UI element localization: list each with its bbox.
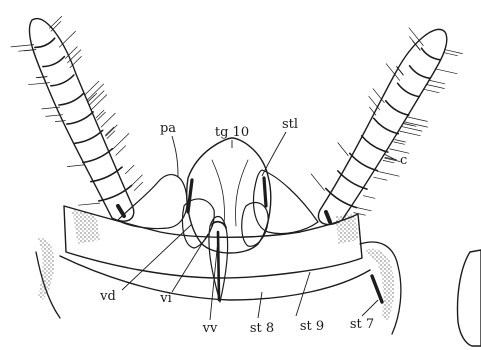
cercus-segment-ring <box>410 66 430 78</box>
cercus-segment-ring <box>362 136 388 152</box>
cercus-bristle <box>400 131 420 136</box>
cercus-bristle <box>357 208 372 211</box>
cercus-bristle <box>125 165 134 173</box>
cercus-bristle <box>446 50 463 54</box>
label-st7: st 7 <box>350 317 374 332</box>
cercus-segment-ring <box>75 130 103 143</box>
cercus-bristle <box>87 84 104 100</box>
label-st8: st 8 <box>250 321 274 336</box>
cercus-bristle <box>423 89 439 93</box>
cercus-bristle <box>394 142 405 144</box>
cercus-segment-ring <box>91 167 122 182</box>
cercus-bristle <box>92 95 107 110</box>
right-base-spine <box>326 212 330 222</box>
sternum-7-right-lobe <box>366 249 394 320</box>
cercus-segment-ring <box>374 118 399 133</box>
cercus-bristle <box>311 174 324 191</box>
cercus-bristle <box>105 127 113 135</box>
left-cercus <box>11 16 143 221</box>
cercus-bristle <box>113 134 129 150</box>
st7-spine <box>372 276 382 302</box>
cercus-bristle <box>67 165 84 167</box>
cercus-bristle <box>88 93 97 102</box>
cercus-bristle <box>97 112 105 120</box>
label-st9: st 9 <box>300 319 324 334</box>
label-tg10: tg 10 <box>215 125 249 140</box>
sternum-9-right-sclerite <box>336 214 358 244</box>
label-c: c <box>400 153 407 168</box>
sternum-9-left-sclerite <box>72 210 100 244</box>
cercus-bristle <box>444 53 457 56</box>
cercus-bristle <box>134 182 143 190</box>
cercus-bristle <box>101 113 115 127</box>
cercus-segment-ring <box>43 57 64 67</box>
cercus-segment-ring <box>67 112 93 124</box>
tergum-10-left-margin <box>188 180 192 212</box>
left-base-spine <box>118 206 124 216</box>
cercus-segment-ring <box>350 153 378 170</box>
valvula-interna <box>242 203 268 247</box>
cercus-segment-ring <box>59 93 84 105</box>
cercus-bristle <box>96 110 104 118</box>
tergum-10-ridge-right <box>236 160 249 226</box>
cercus-bristle <box>374 177 387 180</box>
cercus-bristle <box>377 171 399 176</box>
label-vi: vi <box>159 291 172 306</box>
cercus-bristle <box>338 143 348 156</box>
cercus-bristle <box>435 69 457 74</box>
cercus-bristle <box>429 80 445 84</box>
cercus-bristle <box>59 31 75 47</box>
cercus-bristle <box>37 77 47 78</box>
label-vd: vd <box>99 289 116 304</box>
right-cercus <box>311 28 462 225</box>
cercus-bristle <box>79 203 100 205</box>
sternum-9 <box>64 206 362 278</box>
cercus-bristle <box>383 160 394 162</box>
label-stl: stl <box>282 117 298 132</box>
cercus-bristle <box>51 22 61 32</box>
cercus-bristle <box>363 196 375 199</box>
label-pa: pa <box>160 121 176 136</box>
sternum-7-left-lobe <box>38 238 54 300</box>
cercus-segment-ring <box>35 38 55 47</box>
cercus-bristle <box>395 140 406 142</box>
cercus-segment-ring <box>386 101 409 115</box>
cercus-bristle <box>408 117 428 121</box>
cercus-bristle <box>402 127 422 131</box>
cercus-bristle <box>11 45 34 47</box>
cercus-bristle <box>116 146 126 156</box>
tergum-10-right-margin <box>264 178 266 206</box>
cercus-bristle <box>107 131 115 139</box>
cercus-bristle <box>397 67 404 75</box>
cercus-bristle <box>55 121 65 122</box>
cercus-segment-ring <box>51 75 74 86</box>
cercus-segment-ring <box>422 48 441 60</box>
cercus-bristle <box>426 84 444 88</box>
cercus-segment-ring <box>398 83 420 96</box>
adjacent-specimen-fragment <box>458 250 481 346</box>
label-vv: vv <box>202 321 218 336</box>
